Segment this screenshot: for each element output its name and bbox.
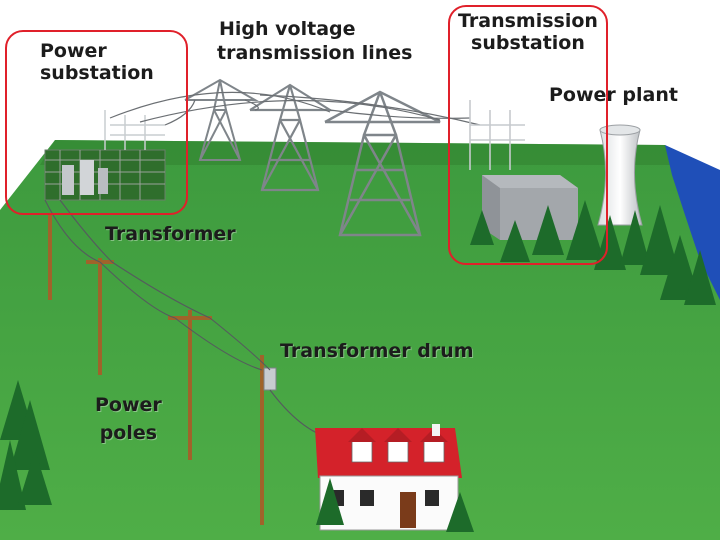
distribution-wires (44, 199, 331, 439)
label-power-poles-line1: Power (95, 394, 162, 416)
high-voltage-wires (109, 91, 481, 126)
label-power-substation: Power substation (40, 40, 154, 84)
label-power-substation-line1: Power (40, 40, 107, 62)
transmission-tower-3 (324, 90, 441, 237)
label-high-voltage-lines: High voltage transmission lines (217, 18, 413, 64)
transmission-substation-highlight (448, 5, 608, 265)
label-power-poles: Power poles (95, 394, 162, 444)
house (315, 424, 462, 531)
transmission-tower-2 (249, 83, 334, 192)
power-substation-highlight (5, 30, 188, 215)
label-power-poles-line2: poles (99, 422, 158, 444)
transformer-drum (263, 367, 277, 391)
label-power-plant: Power plant (549, 84, 678, 106)
label-high-voltage-line2: transmission lines (217, 42, 413, 64)
label-transmission-line2: substation (471, 32, 585, 54)
tree-cluster-right (470, 200, 716, 305)
label-transmission-line1: Transmission (458, 10, 598, 32)
distribution-poles (48, 215, 264, 525)
tree-cluster-left (0, 380, 474, 532)
label-high-voltage-line1: High voltage (219, 18, 356, 40)
label-power-substation-line2: substation (40, 62, 154, 84)
label-transformer-drum: Transformer drum (280, 340, 474, 362)
transmission-tower-1 (184, 78, 259, 161)
label-transformer: Transformer (105, 223, 236, 245)
river (665, 145, 720, 300)
cooling-tower (597, 124, 643, 226)
ground-dark-band (40, 140, 690, 165)
transmission-substation-equipment (469, 100, 525, 170)
label-transmission-substation: Transmission substation (458, 10, 598, 54)
